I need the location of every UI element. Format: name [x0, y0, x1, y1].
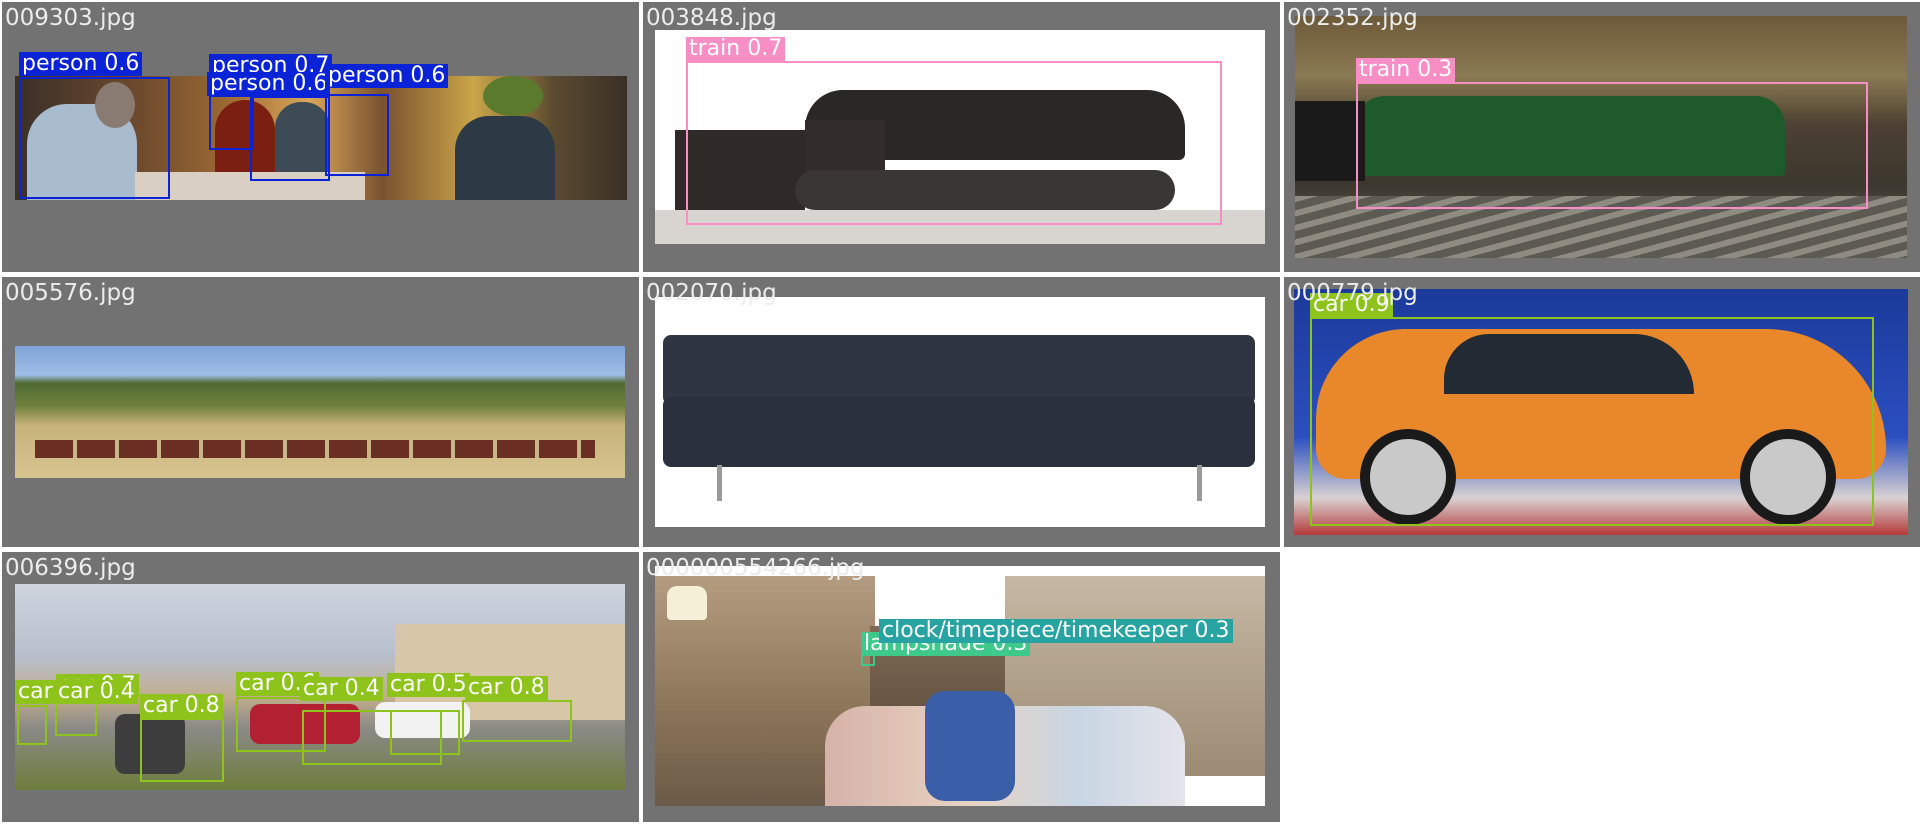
legs: [925, 691, 1015, 801]
mosaic-tile-7: car 0.7 car 0.4 car 0.8 car 0.6 car 0.4 …: [2, 552, 639, 822]
car-wheel: [1740, 429, 1836, 525]
detection-box-train: [686, 61, 1222, 225]
locomotive-photo: [655, 30, 1265, 244]
sofa-photo: [655, 297, 1265, 527]
detection-box-person: [250, 96, 330, 181]
person-head: [95, 82, 135, 128]
rail-track: [655, 210, 1265, 244]
model-train-photo: [1295, 16, 1907, 258]
detection-label: person 0.6: [19, 52, 143, 76]
tile-filename: 005576.jpg: [5, 280, 136, 306]
mosaic-tile-3: train 0.3 002352.jpg: [1284, 2, 1920, 272]
detection-box-person: [19, 77, 170, 199]
detection-label: car 0.4: [300, 677, 383, 701]
tile-filename: 000000554266.jpg: [646, 555, 865, 581]
detection-box-car: [1310, 317, 1874, 526]
rail-track: [1295, 196, 1907, 258]
person-figure: [215, 100, 275, 180]
mosaic-tile-1: person 0.6 person 0.7 person 0.6 person …: [2, 2, 639, 272]
detection-box-person: [209, 95, 254, 150]
locomotive-body: [1295, 101, 1365, 181]
sofa-seat: [663, 397, 1255, 467]
detection-label: train 0.3: [1356, 58, 1456, 82]
detection-label: clock/timepiece/timekeeper 0.3: [879, 619, 1233, 643]
bedroom-panorama-photo: [655, 566, 1265, 806]
detection-label: car 0.9: [1310, 293, 1393, 317]
detection-box-car: [236, 697, 326, 752]
detection-label: car 0.8: [465, 676, 548, 700]
detection-box-person: [325, 94, 389, 176]
mosaic-tile-5: 002070.jpg: [643, 277, 1280, 547]
orange-car-photo: [1294, 289, 1908, 535]
mosaic-tile-8: lampshade 0.3 clock/timepiece/timekeeper…: [643, 552, 1280, 822]
person-figure: [455, 116, 555, 200]
tile-filename: 002352.jpg: [1287, 5, 1418, 31]
detection-label: car 0.5: [387, 673, 470, 697]
mosaic-tile-6: car 0.9 000779.jpg: [1284, 277, 1920, 547]
detection-label: car: [15, 680, 56, 704]
person-figure: [275, 102, 330, 182]
locomotive-body: [1355, 96, 1785, 176]
tile-filename: 006396.jpg: [5, 555, 136, 581]
detection-box-car: [390, 710, 460, 755]
tile-filename: 009303.jpg: [5, 5, 136, 31]
tender-body: [675, 130, 805, 210]
parked-car: [115, 714, 185, 774]
sofa-back: [663, 335, 1255, 405]
sofa-leg: [1197, 465, 1202, 501]
detection-label: person 0.6: [325, 64, 449, 88]
detection-box-car: [17, 705, 47, 745]
detection-label: car 0.4: [55, 680, 138, 704]
train-cars: [35, 440, 595, 458]
detection-box-car: [55, 701, 97, 736]
plant: [483, 76, 543, 116]
tile-filename: 003848.jpg: [646, 5, 777, 31]
detection-box-car: [462, 700, 572, 742]
detection-box-train: [1356, 82, 1868, 209]
mosaic-tile-2: train 0.7 003848.jpg: [643, 2, 1280, 272]
detection-label: train 0.7: [686, 37, 786, 61]
tile-filename: 000779.jpg: [1287, 280, 1418, 306]
detection-label: person 0.6: [207, 72, 331, 96]
mosaic-tile-4: 005576.jpg: [2, 277, 639, 547]
lamp: [667, 586, 707, 620]
detection-label: car 0.8: [140, 694, 223, 718]
car-window: [1444, 334, 1694, 394]
sofa-leg: [717, 465, 722, 501]
detection-box-car: [302, 710, 442, 765]
detection-box-car: [140, 718, 224, 782]
wheels: [795, 170, 1175, 210]
car-wheel: [1360, 429, 1456, 525]
landscape-train-photo: [15, 346, 625, 478]
tile-filename: 002070.jpg: [646, 280, 777, 306]
